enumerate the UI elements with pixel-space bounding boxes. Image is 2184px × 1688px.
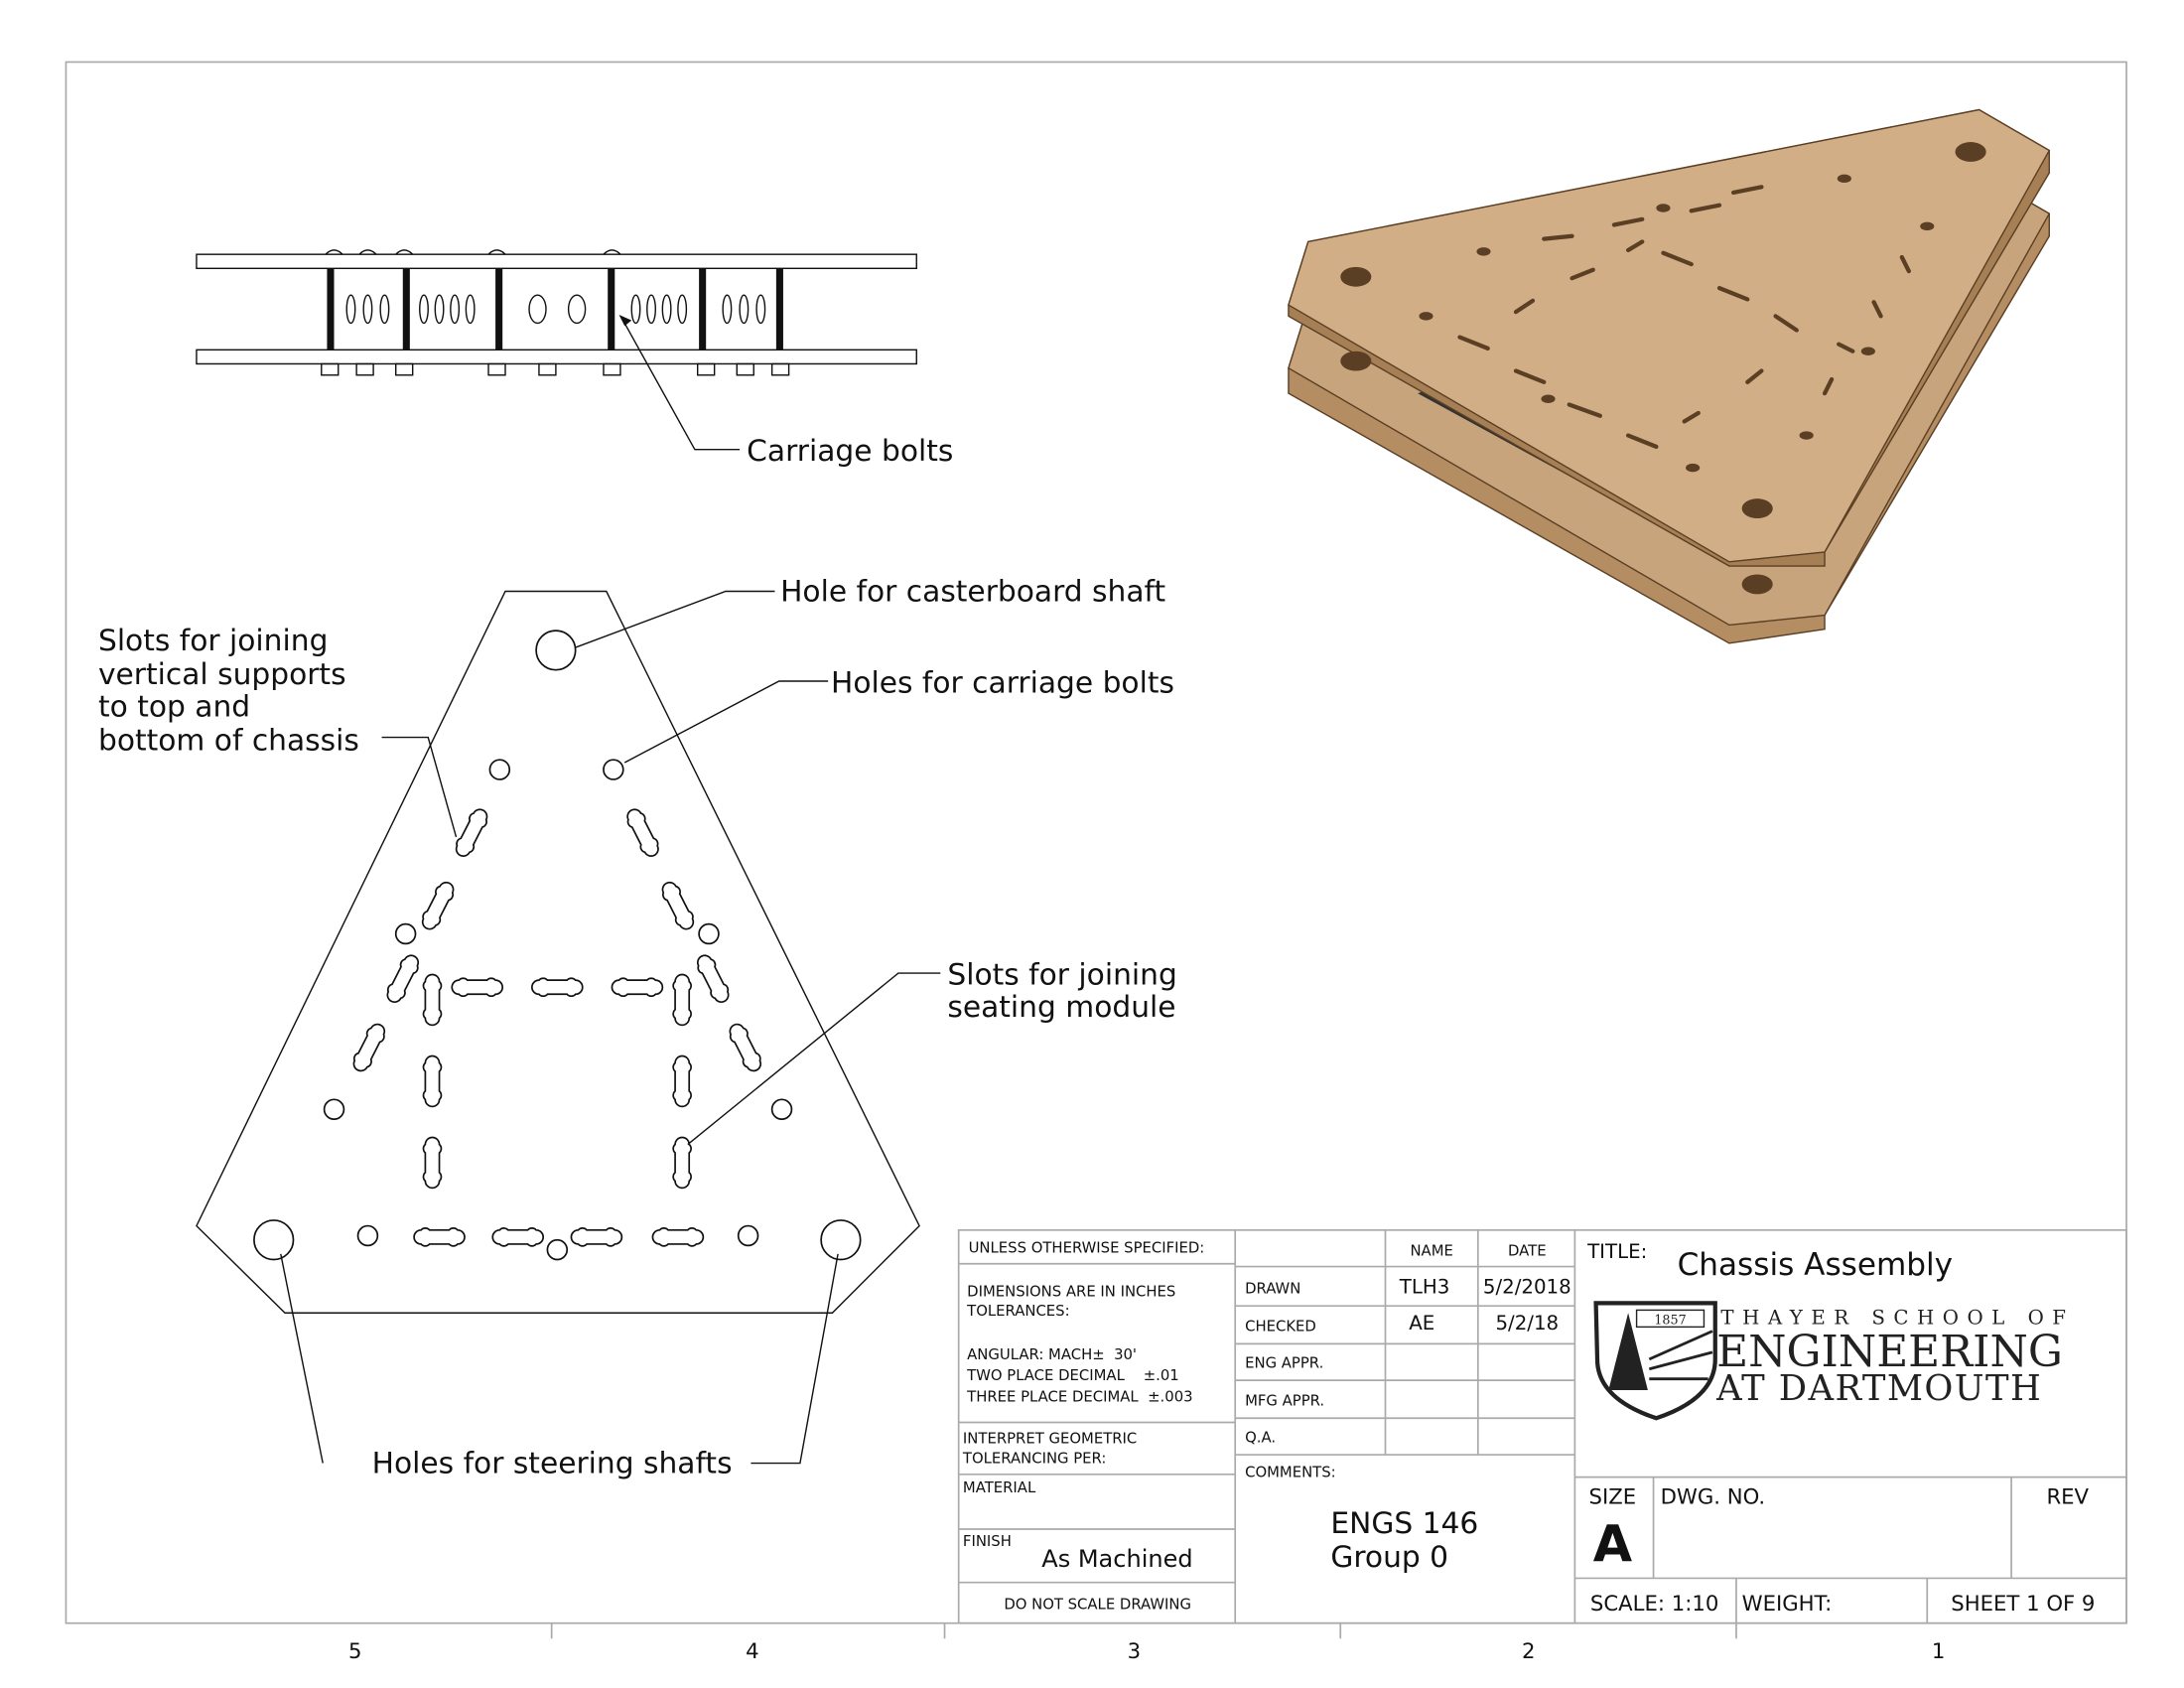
interpret-geometric: INTERPRET GEOMETRIC <box>963 1431 1137 1448</box>
zone-label: 4 <box>746 1638 758 1663</box>
checked-label: CHECKED <box>1245 1319 1316 1336</box>
zone-label: 3 <box>1128 1638 1141 1663</box>
drawn-date: 5/2/2018 <box>1483 1275 1571 1298</box>
title-label: TITLE: <box>1586 1240 1647 1263</box>
svg-text:THAYER SCHOOL OF: THAYER SCHOOL OF <box>1720 1307 2074 1330</box>
carriage-bolts-label: Carriage bolts <box>747 434 953 469</box>
tolerances-label: TOLERANCES: <box>966 1303 1069 1320</box>
svg-text:ENGINEERING: ENGINEERING <box>1716 1327 2063 1377</box>
material-label: MATERIAL <box>963 1479 1036 1496</box>
weight-label: WEIGHT: <box>1742 1591 1833 1616</box>
finish-label: FINISH <box>963 1533 1012 1550</box>
zone-label: 2 <box>1522 1638 1535 1663</box>
vertical-slots-label: vertical supports <box>98 657 346 692</box>
thayer-logo: 1857 THAYER SCHOOL OF ENGINEERING AT DAR… <box>1593 1301 2074 1421</box>
comments-line: ENGS 146 <box>1330 1506 1478 1541</box>
dwg-no-label: DWG. NO. <box>1661 1484 1766 1509</box>
finish-value: As Machined <box>1041 1545 1192 1573</box>
seating-slots-label: seating module <box>947 990 1175 1025</box>
tolerance-three-place: THREE PLACE DECIMAL ±.003 <box>966 1388 1192 1405</box>
front-view <box>196 590 941 1465</box>
zone-label: 1 <box>1932 1638 1945 1663</box>
eng-appr-label: ENG APPR. <box>1245 1354 1323 1371</box>
do-not-scale-note: DO NOT SCALE DRAWING <box>1004 1597 1191 1614</box>
vertical-slots-label: Slots for joining <box>98 624 328 658</box>
seating-slots-label: Slots for joining <box>947 957 1176 992</box>
name-header: NAME <box>1410 1242 1452 1259</box>
date-header: DATE <box>1508 1242 1547 1259</box>
drawing-title: Chassis Assembly <box>1678 1247 1953 1283</box>
title-block <box>957 1228 2127 1624</box>
carriage-bolt-holes-label: Holes for carriage bolts <box>831 665 1174 700</box>
vertical-slots-label: bottom of chassis <box>98 723 359 758</box>
tolerance-two-place: TWO PLACE DECIMAL ±.01 <box>966 1367 1179 1384</box>
svg-text:AT DARTMOUTH: AT DARTMOUTH <box>1715 1368 2042 1409</box>
tolerance-angular: ANGULAR: MACH± 30' <box>967 1346 1137 1363</box>
zone-ticks <box>550 1622 1737 1639</box>
side-view <box>196 249 917 451</box>
svg-text:1857: 1857 <box>1654 1313 1686 1328</box>
steering-holes-label: Holes for steering shafts <box>372 1446 733 1480</box>
drawn-label: DRAWN <box>1245 1280 1300 1297</box>
vertical-slots-label: to top and <box>98 689 250 724</box>
comments-label: COMMENTS: <box>1245 1465 1336 1481</box>
sheet-label: SHEET 1 OF 9 <box>1951 1591 2095 1616</box>
size-value: A <box>1593 1515 1633 1574</box>
comments-line: Group 0 <box>1330 1540 1448 1575</box>
rev-label: REV <box>2046 1484 2089 1509</box>
drawn-name: TLH3 <box>1399 1275 1450 1298</box>
qa-label: Q.A. <box>1245 1429 1276 1446</box>
mfg-appr-label: MFG APPR. <box>1245 1393 1324 1410</box>
unless-specified-label: UNLESS OTHERWISE SPECIFIED: <box>969 1239 1205 1256</box>
dimensions-note: DIMENSIONS ARE IN INCHES <box>967 1283 1175 1300</box>
size-label: SIZE <box>1589 1484 1637 1509</box>
checked-name: AE <box>1409 1312 1434 1335</box>
interpret-geometric: TOLERANCING PER: <box>962 1451 1106 1468</box>
casterboard-hole-label: Hole for casterboard shaft <box>780 574 1165 609</box>
zone-label: 5 <box>348 1638 361 1663</box>
checked-date: 5/2/18 <box>1495 1312 1559 1335</box>
scale-label: SCALE: 1:10 <box>1590 1591 1718 1616</box>
isometric-view <box>1288 108 2051 644</box>
